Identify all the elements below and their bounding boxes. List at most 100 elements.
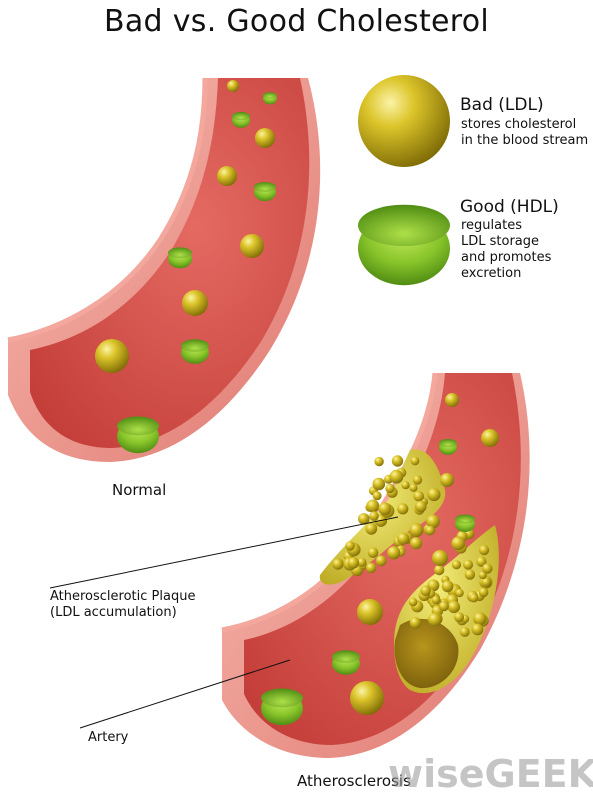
- plaque-ldl-particle: [447, 600, 461, 614]
- plaque-ldl-particle: [401, 481, 410, 490]
- page-title: Bad vs. Good Cholesterol: [103, 4, 490, 39]
- plaque-ldl-particle: [369, 511, 379, 521]
- hdl-particle: [263, 92, 277, 105]
- plaque-ldl-particle: [385, 483, 395, 494]
- plaque-ldl-particle: [481, 577, 491, 587]
- plaque-ldl-particle: [427, 579, 440, 592]
- plaque-ldl-particle: [408, 597, 418, 607]
- plaque-ldl-particle: [434, 564, 445, 576]
- plaque-ldl-particle: [357, 557, 367, 567]
- plaque-ldl-particle: [427, 487, 441, 502]
- watermark-wise: wise: [388, 752, 485, 796]
- ldl-particle: [255, 128, 275, 148]
- ldl-particle: [445, 393, 459, 407]
- hdl-particle: [261, 688, 303, 726]
- ldl-particle: [357, 599, 383, 625]
- plaque-ldl-particle: [397, 503, 409, 515]
- normal-hdl-particles: [117, 92, 277, 454]
- plaque-ldl-particle: [420, 585, 431, 597]
- ldl-particle: [350, 681, 384, 715]
- plaque-ldl-particle: [413, 491, 425, 502]
- plaque-ldl-particle: [374, 456, 384, 467]
- ldl-particle: [95, 339, 129, 373]
- plaque-ldl-particle: [464, 569, 476, 580]
- plaque-pointer-line: [49, 516, 399, 589]
- normal-ldl-particles: [95, 80, 275, 373]
- hdl-particle: [439, 439, 457, 455]
- plaque-ldl-particle: [372, 477, 386, 491]
- plaque-ldl-particle: [409, 523, 424, 538]
- plaque-ldl-particle: [365, 522, 378, 535]
- legend-hdl-icon: [358, 204, 450, 286]
- plaque-ldl-particle: [347, 557, 360, 569]
- plaque-core: [394, 618, 459, 689]
- plaque-ldl-particle: [478, 587, 489, 598]
- plaque-ldl-particle: [451, 560, 462, 570]
- plaque-ldl-particle: [431, 595, 441, 605]
- legend-ldl-icon: [358, 75, 450, 167]
- ldl-particle: [227, 80, 239, 92]
- legend-hdl-desc: regulates LDL storage and promotes excre…: [461, 218, 552, 281]
- plaque-ldl-cluster: [332, 455, 493, 637]
- plaque-ldl-particle: [409, 483, 418, 492]
- plaque-ldl-particle: [367, 547, 379, 558]
- hdl-particle: [181, 339, 209, 364]
- plaque-ldl-particle: [441, 580, 454, 593]
- plaque-ldl-particle: [463, 559, 474, 570]
- label-normal: Normal: [112, 481, 167, 499]
- legend-ldl-desc: stores cholesterol in the blood stream: [461, 117, 589, 148]
- plaque-ldl-particle: [358, 513, 370, 525]
- hdl-particle: [232, 112, 250, 128]
- plaque-ldl-particle: [415, 500, 427, 513]
- plaque-ldl-particle: [366, 499, 380, 513]
- plaque-ldl-particle: [375, 555, 387, 567]
- diseased-ldl-particles: [350, 393, 499, 715]
- legend-ldl-title: Bad (LDL): [460, 95, 544, 115]
- plaque-ldl-particle: [378, 502, 392, 516]
- normal-vessel-rim: [7, 77, 208, 343]
- plaque-ldl-particle: [471, 623, 484, 636]
- plaque-ldl-particle: [389, 469, 404, 484]
- plaque-ldl-particle: [387, 546, 401, 560]
- plaque-ldl-particle: [459, 627, 470, 637]
- plaque-ldl-particle: [454, 612, 465, 623]
- plaque-ldl-particle: [426, 514, 440, 529]
- hdl-particle: [117, 416, 159, 454]
- plaque-ldl-particle: [425, 525, 435, 536]
- plaque-ldl-particle: [476, 556, 487, 567]
- plaque-ldl-particle: [410, 456, 420, 466]
- plaque-ldl-particle: [332, 558, 344, 570]
- plaque-ldl-particle: [455, 588, 464, 598]
- plaque-ldl-particle: [438, 601, 449, 612]
- hdl-particle: [455, 514, 475, 532]
- plaque-ldl-particle: [372, 491, 382, 501]
- artery-pointer-line: [79, 659, 291, 729]
- label-atherosclerosis: Atherosclerosis: [297, 772, 411, 790]
- plaque-ldl-particle: [479, 545, 490, 556]
- diseased-hdl-particles: [261, 439, 475, 726]
- plaque-ldl-particle: [409, 617, 422, 629]
- plaque-ldl-particle: [451, 536, 466, 551]
- watermark-geek: GEEK: [484, 752, 593, 796]
- ldl-particle: [240, 234, 264, 258]
- ldl-particle: [432, 550, 448, 566]
- plaque-ldl-particle: [410, 537, 423, 550]
- watermark-logo: wiseGEEK: [388, 752, 593, 796]
- hdl-particle: [254, 181, 276, 202]
- label-plaque: Atherosclerotic Plaque (LDL accumulation…: [50, 589, 196, 620]
- hdl-particle: [168, 247, 192, 269]
- plaque-ldl-particle: [345, 541, 355, 551]
- plaque-ldl-particle: [427, 612, 442, 627]
- plaque-ldl-particle: [391, 455, 404, 467]
- plaque-ldl-particle: [469, 593, 479, 603]
- plaque-ldl-particle: [397, 532, 410, 545]
- plaque-ldl-particle: [473, 612, 487, 626]
- plaque-ldl-particle: [412, 475, 423, 485]
- plaque-ldl-particle: [482, 563, 493, 574]
- ldl-particle: [440, 473, 454, 487]
- legend-hdl-title: Good (HDL): [460, 197, 559, 217]
- plaque-ldl-particle: [365, 562, 377, 574]
- hdl-particle: [332, 650, 360, 675]
- label-artery: Artery: [88, 730, 129, 745]
